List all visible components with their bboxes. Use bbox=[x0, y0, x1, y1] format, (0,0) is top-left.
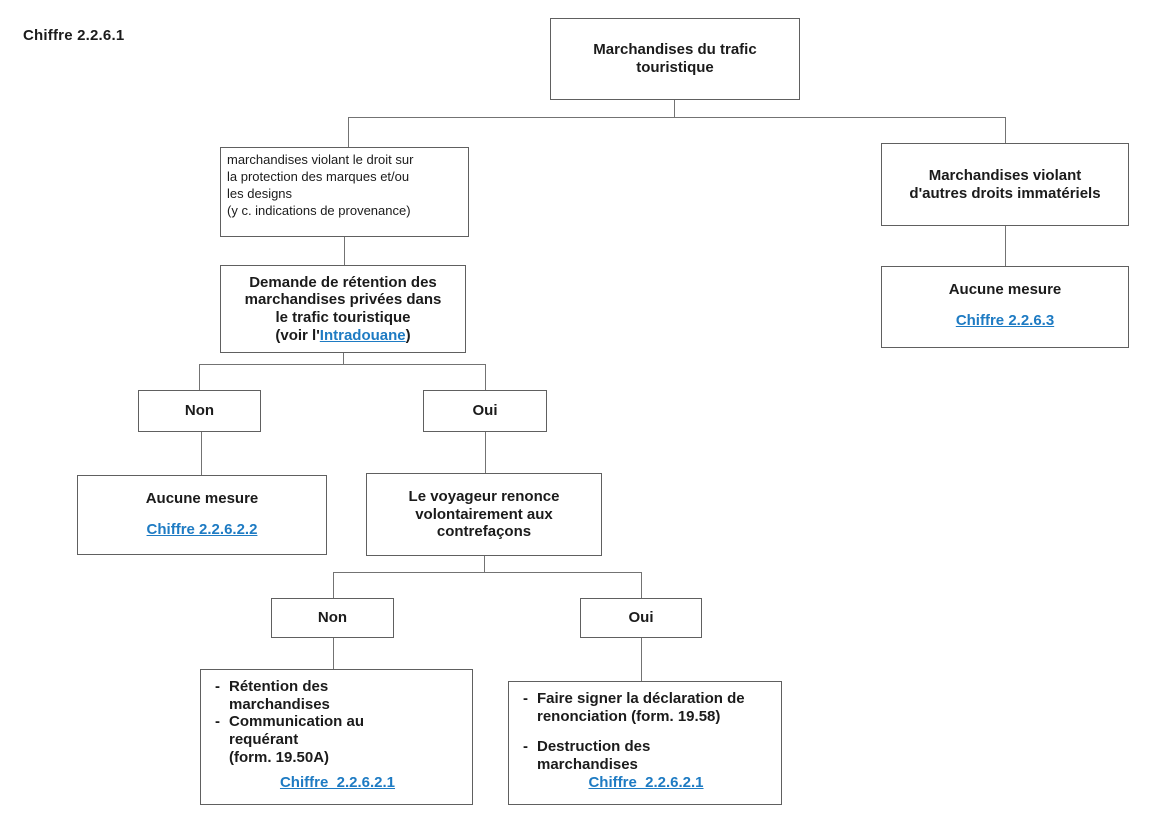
node-oui-2: Oui bbox=[580, 598, 702, 638]
connector-line bbox=[674, 100, 675, 117]
node-marchandises-trafic-touristique: Marchandises du trafic touristique bbox=[550, 18, 800, 100]
node-retention-actions: - Rétention des marchandises - Communica… bbox=[200, 669, 473, 805]
node-text: Le voyageur renonce volontairement aux c… bbox=[408, 487, 560, 541]
list-bullet: - bbox=[215, 678, 220, 695]
node-text: Marchandises violant d'autres droits imm… bbox=[909, 166, 1101, 202]
connector-line bbox=[348, 117, 349, 147]
list-item: - Faire signer la déclaration de renonci… bbox=[519, 690, 773, 725]
connector-line bbox=[641, 572, 642, 598]
connector-line bbox=[485, 432, 486, 473]
node-text: Aucune mesure bbox=[145, 490, 259, 507]
node-text: marchandises violant le droit sur la pro… bbox=[227, 152, 414, 218]
node-aucune-mesure-autres-droits: Aucune mesure Chiffre 2.2.6.3 bbox=[881, 266, 1129, 348]
list-item-text: Faire signer la déclaration de renonciat… bbox=[537, 690, 745, 725]
connector-line bbox=[333, 572, 642, 573]
link-chiffre-2-2-6-2-2[interactable]: Chiffre 2.2.6.2.2 bbox=[146, 520, 258, 538]
link-chiffre-2-2-6-3[interactable]: Chiffre 2.2.6.3 bbox=[955, 311, 1055, 329]
connector-line bbox=[1005, 117, 1006, 143]
node-text: Oui bbox=[628, 609, 654, 627]
connector-line bbox=[344, 237, 345, 265]
node-non-1: Non bbox=[138, 390, 261, 432]
list-item: - Communication au requérant (form. 19.5… bbox=[211, 713, 464, 766]
list-item-text: Destruction des marchandises bbox=[537, 738, 651, 774]
list-item: - Destruction des marchandises bbox=[519, 738, 773, 773]
node-violation-marques-designs: marchandises violant le droit sur la pro… bbox=[220, 147, 469, 237]
connector-line bbox=[199, 364, 486, 365]
node-text: Aucune mesure bbox=[948, 281, 1062, 298]
node-demande-retention: Demande de rétention des marchandises pr… bbox=[220, 265, 466, 353]
connector-line bbox=[333, 638, 334, 669]
connector-line bbox=[201, 432, 202, 475]
link-suffix: ) bbox=[405, 326, 411, 344]
link-chiffre-2-2-6-2-1[interactable]: Chiffre 2.2.6.2.1 bbox=[588, 774, 704, 792]
list-item-text: Rétention des marchandises bbox=[229, 678, 330, 713]
node-text-link-line: (voir l'Intradouane) bbox=[275, 327, 410, 345]
node-oui-1: Oui bbox=[423, 390, 547, 432]
connector-line bbox=[333, 572, 334, 598]
link-row: Chiffre 2.2.6.2.1 bbox=[519, 774, 773, 798]
list-bullet: - bbox=[523, 690, 528, 707]
list-bullet: - bbox=[215, 713, 220, 731]
connector-line bbox=[343, 353, 344, 364]
node-text: Demande de rétention des marchandises pr… bbox=[244, 273, 442, 326]
list-item-text: Communication au requérant (form. 19.50A… bbox=[229, 713, 365, 766]
node-text: Non bbox=[184, 402, 215, 420]
node-text: Oui bbox=[472, 402, 498, 420]
connector-line bbox=[641, 638, 642, 681]
node-text: Non bbox=[317, 609, 348, 627]
connector-line bbox=[484, 556, 485, 572]
node-aucune-mesure-non: Aucune mesure Chiffre 2.2.6.2.2 bbox=[77, 475, 327, 555]
node-non-2: Non bbox=[271, 598, 394, 638]
link-chiffre-2-2-6-2-1[interactable]: Chiffre 2.2.6.2.1 bbox=[279, 774, 396, 792]
node-renonciation-actions: - Faire signer la déclaration de renonci… bbox=[508, 681, 782, 805]
link-intradouane[interactable]: Intradouane bbox=[319, 326, 406, 344]
connector-line bbox=[348, 117, 1006, 118]
page-label: Chiffre 2.2.6.1 bbox=[23, 27, 125, 44]
node-autres-droits-immateriels: Marchandises violant d'autres droits imm… bbox=[881, 143, 1129, 226]
link-prefix: (voir l' bbox=[275, 326, 320, 344]
link-row: Chiffre 2.2.6.2.1 bbox=[211, 774, 464, 798]
connector-line bbox=[485, 364, 486, 390]
node-voyageur-renonce: Le voyageur renonce volontairement aux c… bbox=[366, 473, 602, 556]
node-text: Marchandises du trafic touristique bbox=[593, 41, 757, 76]
connector-line bbox=[199, 364, 200, 390]
list-item: - Rétention des marchandises bbox=[211, 678, 464, 713]
list-bullet: - bbox=[523, 738, 528, 756]
connector-line bbox=[1005, 226, 1006, 266]
